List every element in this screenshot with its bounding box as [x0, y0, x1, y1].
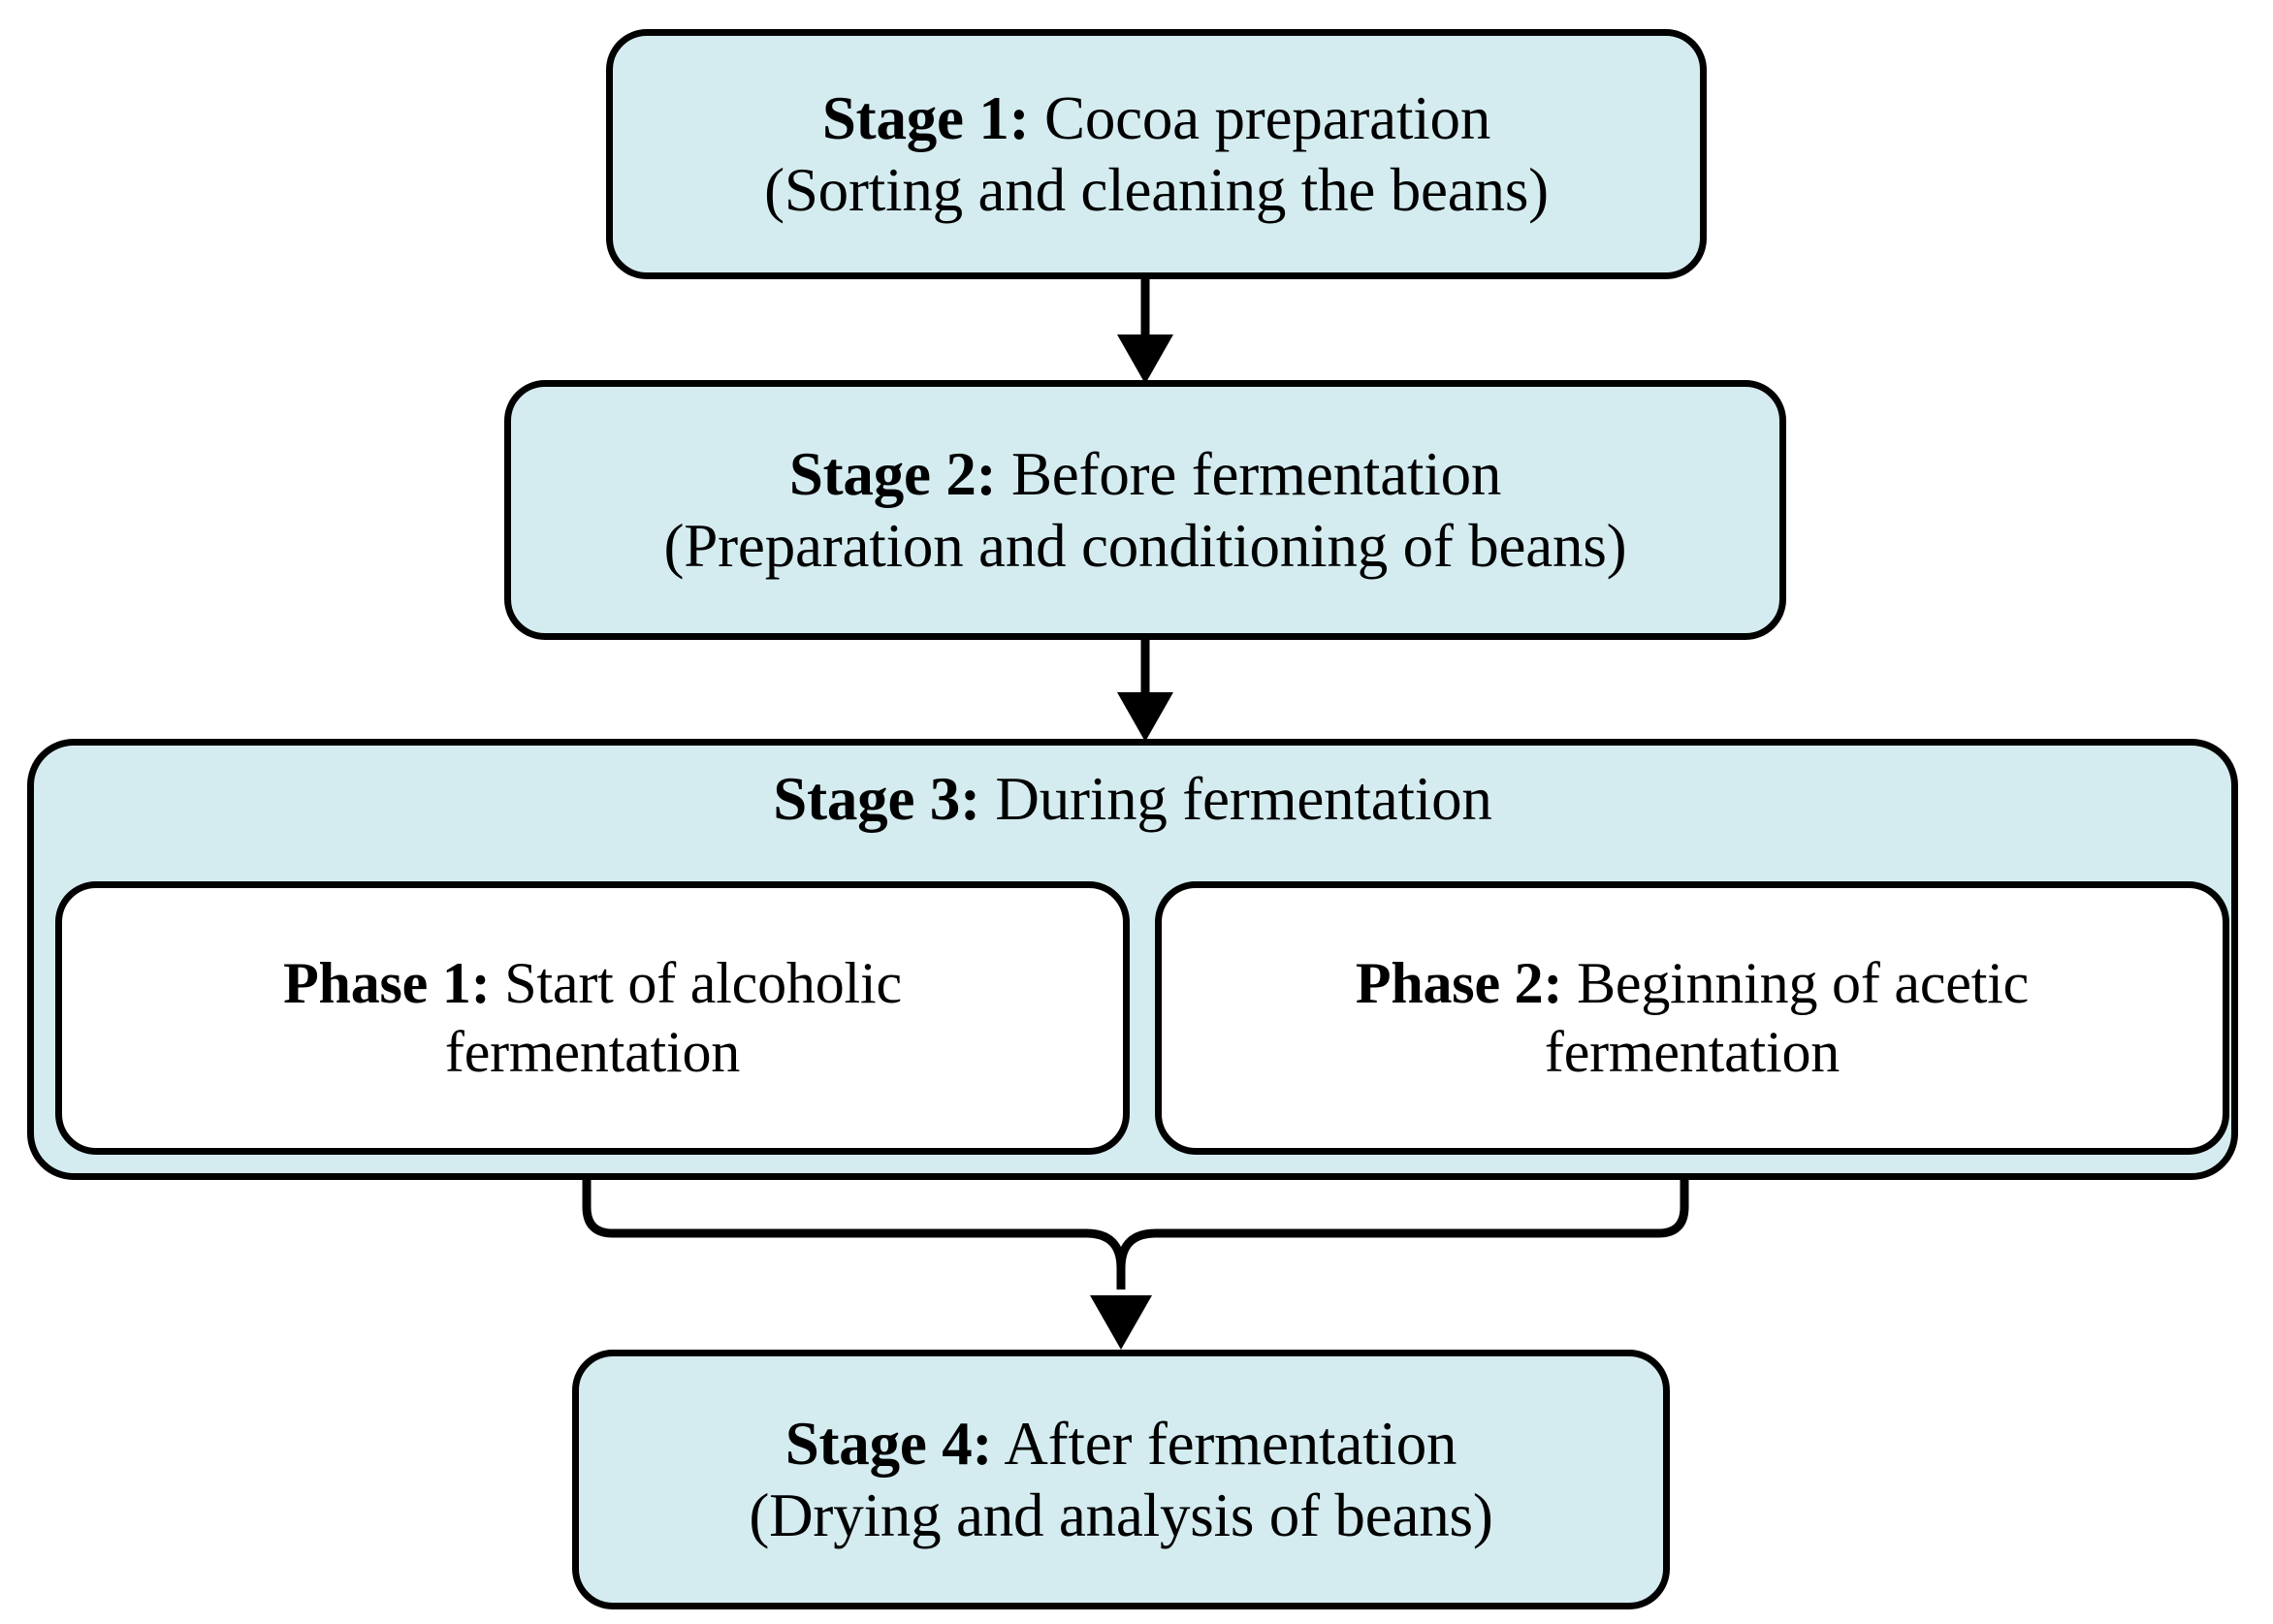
stage-1-title-line: Stage 1: Cocoa preparation — [821, 82, 1491, 154]
connector-stage2-to-stage3 — [1117, 640, 1173, 742]
stage-4-title: After fermentation — [992, 1409, 1457, 1478]
merge-arrowhead — [1090, 1295, 1152, 1350]
stage-1-subtitle: (Sorting and cleaning the beans) — [764, 156, 1549, 224]
phase-1-line2: fermentation — [444, 1020, 741, 1084]
connector-stage1-to-stage2 — [1117, 279, 1173, 384]
stage-3-title-line: Stage 3: During fermentation — [773, 763, 1492, 835]
stage-2-lead: Stage 2: — [788, 439, 997, 508]
stage-4-subtitle: (Drying and analysis of beans) — [749, 1481, 1493, 1549]
phase-2-title: Beginning of acetic — [1562, 951, 2030, 1016]
node-stage-3[interactable]: Stage 3: During fermentation Phase 1: St… — [27, 739, 2238, 1180]
stage-2-subtitle: (Preparation and conditioning of beans) — [663, 512, 1627, 580]
phase-1-title: Start of alcoholic — [490, 951, 902, 1016]
phase-1-lead: Phase 1: — [283, 951, 491, 1016]
phase-2-line2: fermentation — [1544, 1020, 1841, 1084]
stage-2-title-line: Stage 2: Before fermentation — [788, 438, 1502, 510]
phase-1-text: Phase 1: Start of alcoholic fermentation — [283, 949, 902, 1087]
node-stage-4[interactable]: Stage 4: After fermentation (Drying and … — [572, 1350, 1670, 1609]
node-stage-1[interactable]: Stage 1: Cocoa preparation (Sorting and … — [606, 29, 1707, 279]
stage-3-lead: Stage 3: — [773, 765, 980, 833]
stage-2-title: Before fermentation — [996, 439, 1502, 508]
phase-2-text: Phase 2: Beginning of acetic fermentatio… — [1356, 949, 2029, 1087]
stage-4-lead: Stage 4: — [784, 1409, 993, 1478]
node-phase-1[interactable]: Phase 1: Start of alcoholic fermentation — [55, 881, 1130, 1155]
node-phase-2[interactable]: Phase 2: Beginning of acetic fermentatio… — [1155, 881, 2229, 1155]
stage-3-title: During fermentation — [979, 765, 1492, 833]
phase-row: Phase 1: Start of alcoholic fermentation… — [49, 881, 2229, 1155]
node-stage-2[interactable]: Stage 2: Before fermentation (Preparatio… — [504, 380, 1786, 640]
phase-2-title-line: Phase 2: Beginning of acetic — [1356, 949, 2029, 1018]
stage-1-lead: Stage 1: — [821, 83, 1030, 152]
stage-1-title: Cocoa preparation — [1029, 83, 1491, 152]
phase-1-title-line: Phase 1: Start of alcoholic — [283, 949, 902, 1018]
phase-2-lead: Phase 2: — [1355, 951, 1563, 1016]
stage-4-title-line: Stage 4: After fermentation — [785, 1408, 1457, 1480]
